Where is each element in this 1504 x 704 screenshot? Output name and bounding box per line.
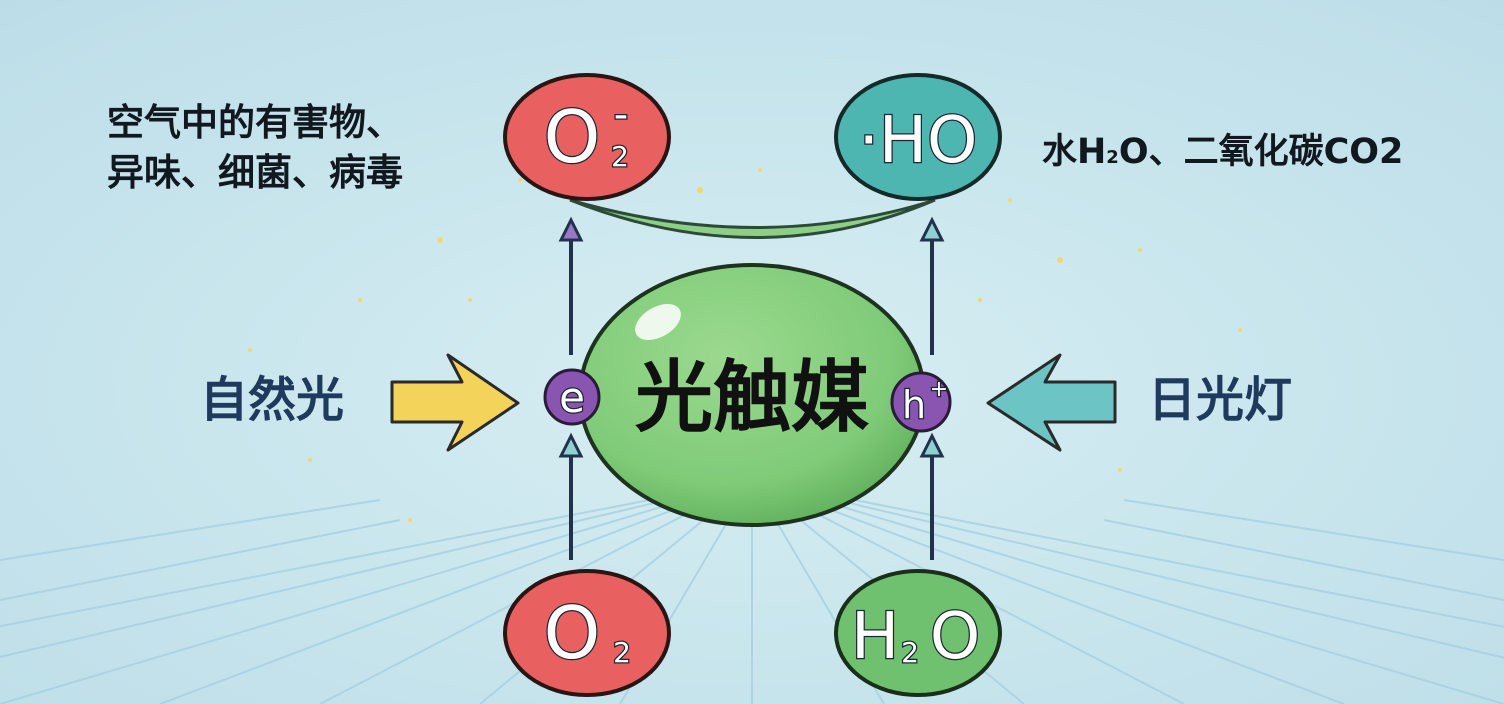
top-left-molecule-subscript: 2 [611,140,629,173]
bottom-right-molecule-o: O [930,600,980,674]
bottom-left-molecule-subscript: 2 [613,636,631,669]
right-products-text: 水H2O、二氧化碳CO2 [1042,127,1403,183]
hole-charge: + [930,377,948,402]
sparkles [248,168,1242,522]
top-left-molecule-superscript: - [614,92,628,138]
arrow-heads [558,216,945,458]
bottom-left-molecule-bubble [503,569,671,697]
left-pollutants-line-1: 空气中的有害物、 [107,101,403,144]
catalyst-label: 光触媒 [635,353,870,443]
bottom-right-molecule-h: H [851,600,899,674]
electron-symbol: e [559,373,585,422]
bottom-right-molecule-subscript: 2 [901,636,919,669]
top-left-molecule-bubble [503,73,671,201]
top-right-molecule-symbol: ·HO [859,104,978,178]
catalyst-highlight [635,303,681,341]
left-pollutants-line-2: 异味、细菌、病毒 [107,151,403,194]
top-link-band [569,198,936,239]
electron-bubble [543,368,601,426]
right-products-subscript: 2 [1106,147,1119,168]
flow-arrows [569,240,934,560]
bottom-left-molecule-symbol: O [544,591,601,675]
right-light-arrow [986,353,1117,452]
right-products-suffix: O、二氧化碳CO2 [1118,132,1404,172]
left-pollutants-text: 空气中的有害物、 异味、细菌、病毒 [107,98,403,198]
left-light-arrow [390,353,520,452]
right-input-label: 日光灯 [1148,372,1293,428]
top-right-molecule-bubble [834,73,1002,201]
bottom-right-molecule-bubble [834,569,1002,697]
hole-bubble [890,371,952,433]
left-input-label: 自然光 [200,372,345,428]
top-left-molecule-symbol: O [544,95,601,179]
hole-symbol: h [902,383,926,427]
right-products-prefix: 水H [1042,132,1107,172]
